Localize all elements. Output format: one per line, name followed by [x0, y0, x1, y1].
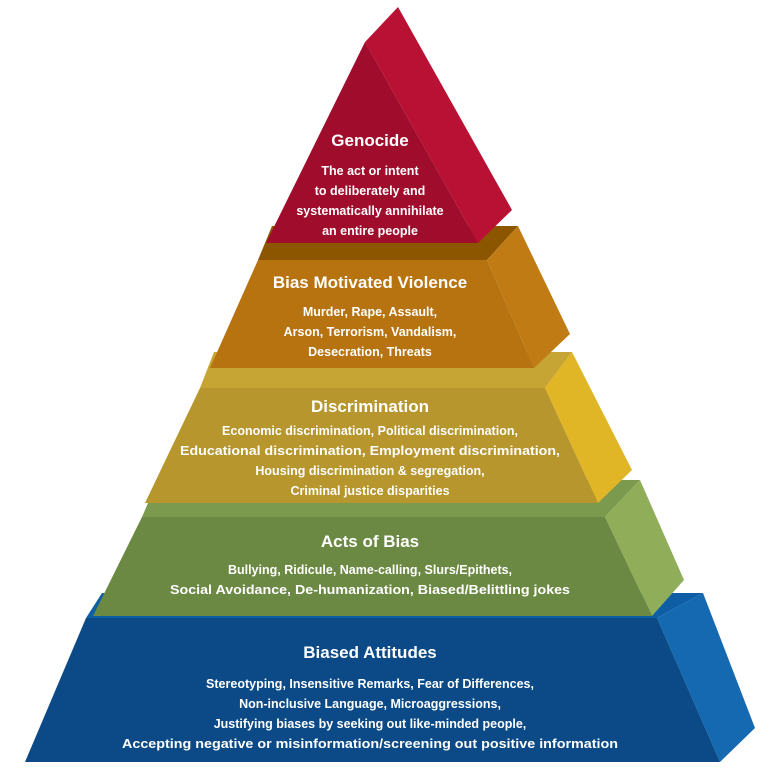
level-bias-motivated-violence: Bias Motivated Violence Murder, Rape, As…	[210, 226, 570, 368]
genocide-line: systematically annihilate	[296, 204, 443, 218]
genocide-line: The act or intent	[321, 164, 419, 178]
discrimination-line: Educational discrimination, Employment d…	[180, 444, 560, 458]
attitudes-line: Accepting negative or misinformation/scr…	[122, 737, 618, 751]
discrimination-title: Discrimination	[311, 397, 429, 416]
level-discrimination: Discrimination Economic discrimination, …	[145, 352, 632, 503]
genocide-side-face	[365, 7, 512, 243]
genocide-line: to deliberately and	[315, 184, 425, 198]
acts-side-face	[605, 480, 684, 616]
genocide-front-face	[266, 42, 478, 243]
genocide-title: Genocide	[331, 131, 408, 150]
attitudes-line: Non-inclusive Language, Microaggressions…	[239, 697, 501, 711]
attitudes-line: Stereotyping, Insensitive Remarks, Fear …	[206, 677, 534, 691]
violence-title: Bias Motivated Violence	[273, 273, 467, 292]
level-biased-attitudes: Biased Attitudes Stereotyping, Insensiti…	[25, 593, 755, 762]
attitudes-front-face	[25, 618, 720, 762]
genocide-line: an entire people	[322, 224, 418, 238]
discrimination-line: Criminal justice disparities	[290, 484, 449, 498]
violence-line: Murder, Rape, Assault,	[303, 305, 437, 319]
discrimination-line: Housing discrimination & segregation,	[255, 464, 484, 478]
violence-line: Desecration, Threats	[308, 345, 432, 359]
attitudes-title: Biased Attitudes	[303, 643, 437, 662]
attitudes-side-face	[657, 593, 755, 762]
acts-line: Bullying, Ridicule, Name-calling, Slurs/…	[228, 563, 512, 577]
violence-line: Arson, Terrorism, Vandalism,	[284, 325, 457, 339]
acts-title: Acts of Bias	[321, 532, 419, 551]
discrimination-side-face	[545, 352, 632, 503]
violence-front-face	[210, 260, 534, 368]
discrimination-front-face	[145, 388, 598, 503]
violence-side-face	[487, 226, 570, 368]
level-genocide: Genocide The act or intent to deliberate…	[266, 7, 512, 243]
acts-line: Social Avoidance, De-humanization, Biase…	[170, 583, 570, 597]
discrimination-line: Economic discrimination, Political discr…	[222, 424, 518, 438]
acts-front-face	[93, 517, 652, 616]
attitudes-line: Justifying biases by seeking out like-mi…	[214, 717, 527, 731]
